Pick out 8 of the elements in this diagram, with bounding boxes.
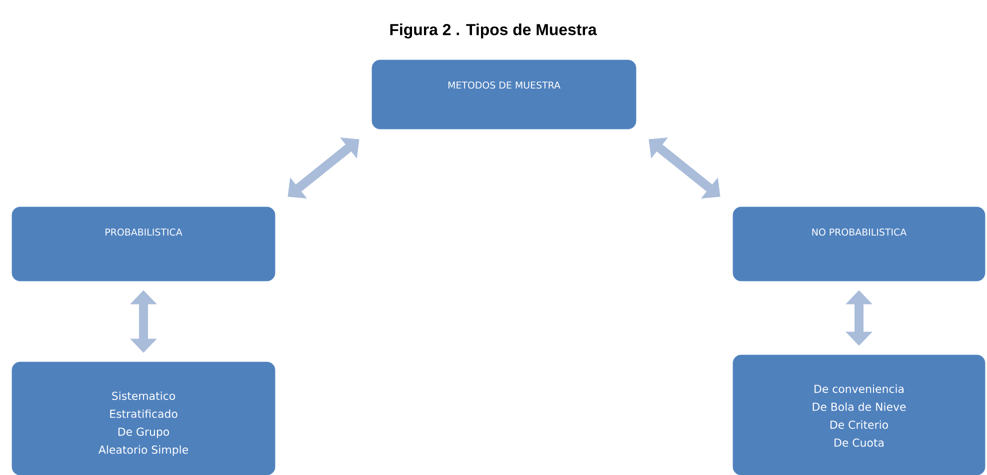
list-box: De conveniencia De Bola de Nieve De Criterio De Cuota (732, 354, 986, 475)
title: Figura 2 . Tipos de Muestra (390, 24, 597, 38)
category-box: NO PROBABILISTICA (732, 206, 986, 282)
double-arrow (648, 138, 720, 198)
category-box: PROBABILISTICA (12, 206, 276, 282)
category-box: METODOS DE MUESTRA (372, 60, 636, 130)
double-arrow (288, 138, 360, 198)
list-box: Sistematico Estratificado De Grupo Aleatorio Simple (12, 362, 276, 475)
